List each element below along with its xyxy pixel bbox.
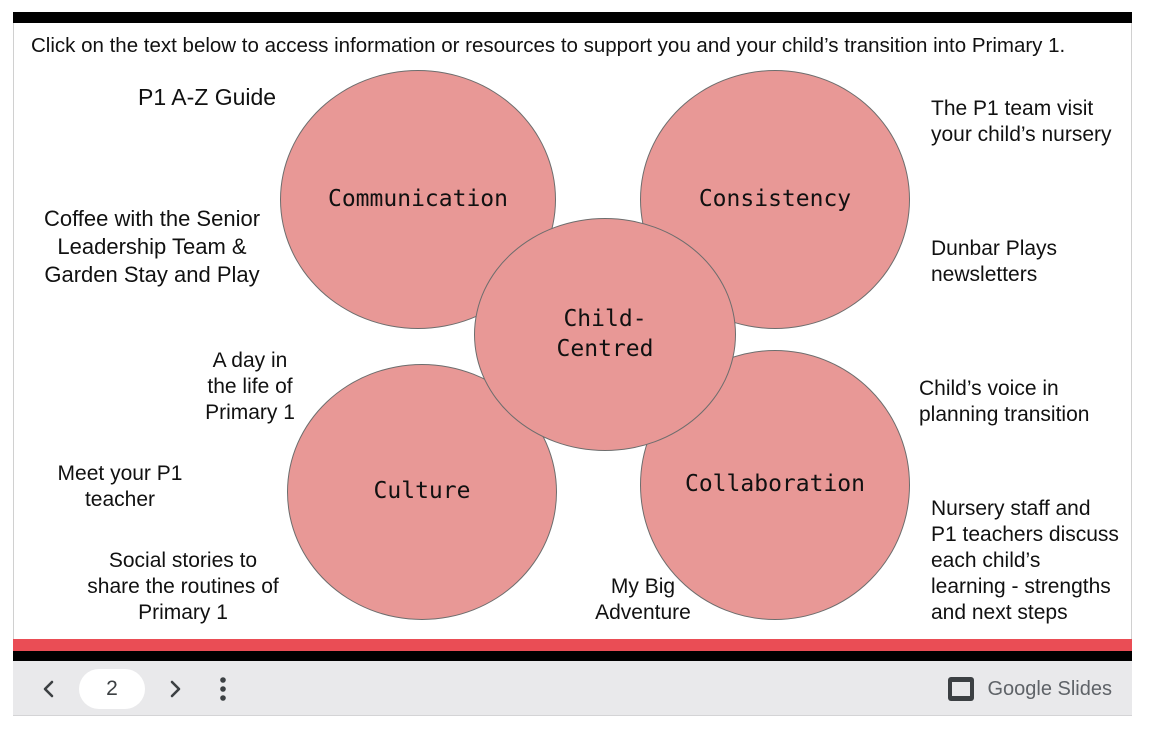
next-slide-button[interactable] — [159, 673, 191, 705]
link-p1-team-visit[interactable]: The P1 team visit your child’s nursery — [931, 97, 1112, 146]
circle-collaboration[interactable]: Collaboration — [640, 350, 910, 620]
google-slides-logo-icon — [948, 677, 975, 701]
circle-culture-label: Culture — [373, 478, 471, 505]
link-coffee-slt-garden-stay-play[interactable]: Coffee with the Senior Leadership Team &… — [43, 206, 261, 287]
link-nursery-staff-discuss[interactable]: Nursery staff and P1 teachers discuss ea… — [931, 497, 1119, 624]
slide-accent-band — [13, 639, 1132, 651]
more-options-button[interactable] — [207, 673, 239, 705]
circle-communication[interactable]: Communication — [280, 70, 556, 329]
link-social-stories[interactable]: Social stories to share the routines of … — [87, 549, 279, 624]
link-day-in-the-life[interactable]: A day in the life of Primary 1 — [205, 349, 295, 424]
circle-child-centred-label: Child- Centred — [556, 305, 654, 362]
more-vertical-icon — [220, 677, 226, 701]
link-p1-az-guide[interactable]: P1 A-Z Guide — [138, 84, 277, 110]
link-meet-p1-teacher[interactable]: Meet your P1 teacher — [57, 462, 183, 511]
link-dunbar-plays-newsletters[interactable]: Dunbar Plays newsletters — [931, 237, 1058, 286]
slide-frame-top — [13, 12, 1132, 23]
chevron-left-icon — [43, 680, 54, 698]
slide-frame-bottom — [13, 651, 1132, 661]
circle-collaboration-label: Collaboration — [684, 471, 865, 498]
circle-consistency-label: Consistency — [698, 185, 852, 212]
link-my-big-adventure[interactable]: My Big Adventure — [595, 575, 691, 624]
google-slides-brand[interactable]: Google Slides — [947, 674, 1112, 704]
presentation-toolbar: 2 Google Slides — [13, 661, 1132, 716]
instruction-text: Click on the text below to access inform… — [31, 34, 1066, 57]
circle-child-centred[interactable]: Child- Centred — [474, 218, 736, 451]
chevron-right-icon — [170, 680, 181, 698]
link-childs-voice[interactable]: Child’s voice in planning transition — [919, 377, 1090, 426]
brand-label: Google Slides — [987, 677, 1112, 700]
page-number-indicator[interactable]: 2 — [79, 669, 145, 709]
previous-slide-button[interactable] — [33, 673, 65, 705]
page-number: 2 — [106, 677, 118, 700]
slide-canvas: Click on the text below to access inform… — [13, 23, 1132, 639]
circle-communication-label: Communication — [327, 185, 508, 212]
circle-consistency[interactable]: Consistency — [640, 70, 910, 329]
